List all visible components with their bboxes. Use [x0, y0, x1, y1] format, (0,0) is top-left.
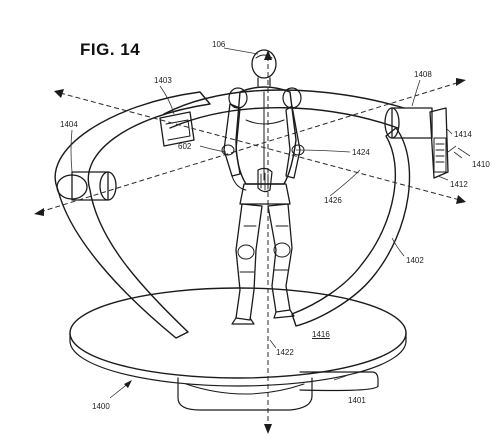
label-1426: 1426 — [324, 196, 342, 205]
label-1412: 1412 — [450, 180, 468, 189]
right-curved-arm — [291, 107, 449, 327]
left-curved-arm — [54, 91, 211, 339]
label-1424: 1424 — [352, 148, 370, 157]
label-1402: 1402 — [406, 256, 424, 265]
platform-disk — [69, 287, 407, 387]
label-1410: 1410 — [472, 160, 490, 169]
label-106: 106 — [212, 40, 226, 49]
label-1400: 1400 — [92, 402, 110, 411]
label-1414: 1414 — [454, 130, 472, 139]
label-1408: 1408 — [414, 70, 432, 79]
support-stand — [177, 371, 379, 411]
figure-title: FIG. 14 — [80, 40, 141, 59]
label-1401: 1401 — [348, 396, 366, 405]
leader-lines — [70, 47, 471, 399]
label-1404: 1404 — [60, 120, 78, 129]
label-1422: 1422 — [276, 348, 294, 357]
axes — [34, 50, 466, 434]
label-1416: 1416 — [312, 330, 330, 339]
label-1403: 1403 — [154, 76, 172, 85]
upper-ring — [159, 89, 405, 147]
label-602: 602 — [178, 142, 192, 151]
